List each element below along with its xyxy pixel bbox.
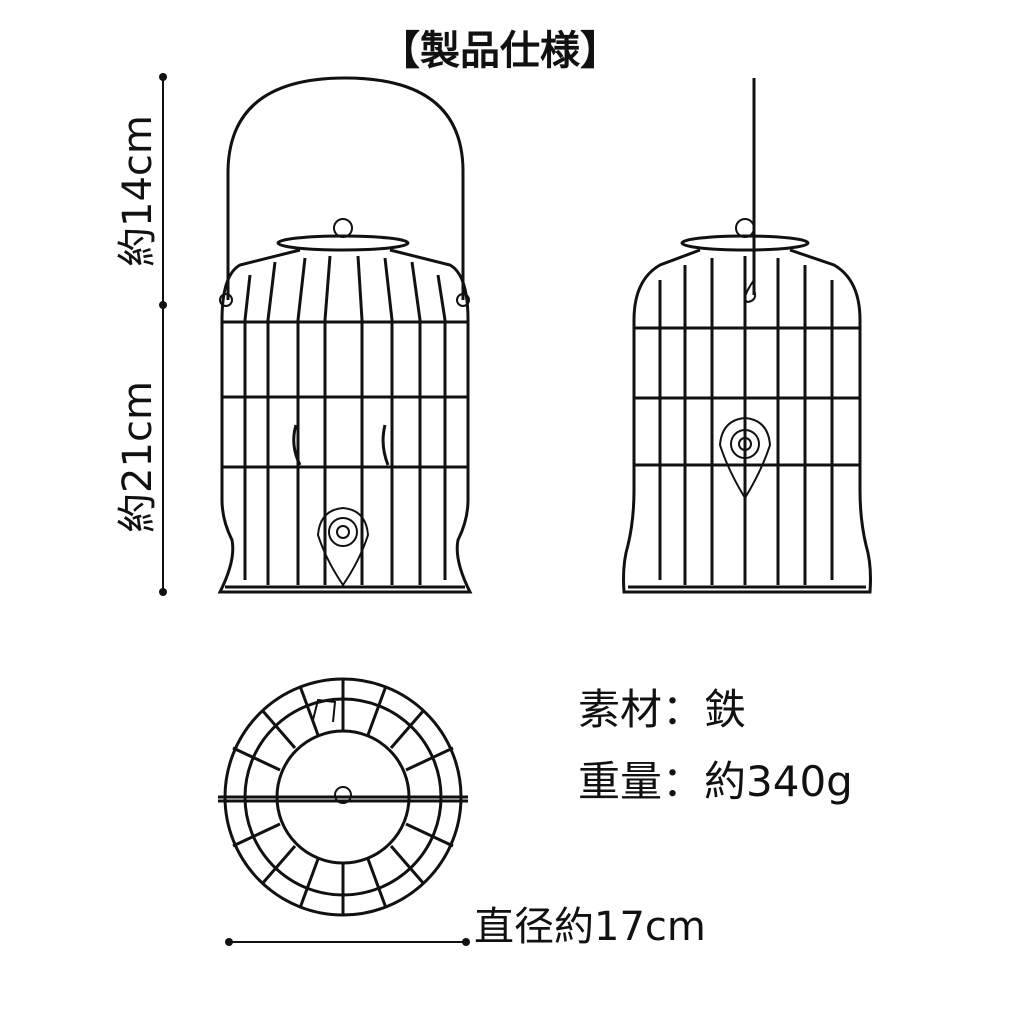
front-view-feeder [217,76,473,594]
weight-spec: 重量：約340g [578,757,853,806]
diameter-dimension-line [225,938,470,946]
body-height-label: 約21cm [115,381,161,533]
side-view-feeder [622,78,872,594]
height-dimension-line [159,73,167,596]
material-spec: 素材：鉄 [578,685,747,734]
page-title: 【製品仕様】 [380,28,620,74]
handle-height-label: 約14cm [115,115,161,267]
top-view-feeder [218,677,468,917]
diameter-label: 直径約17cm [474,904,706,950]
